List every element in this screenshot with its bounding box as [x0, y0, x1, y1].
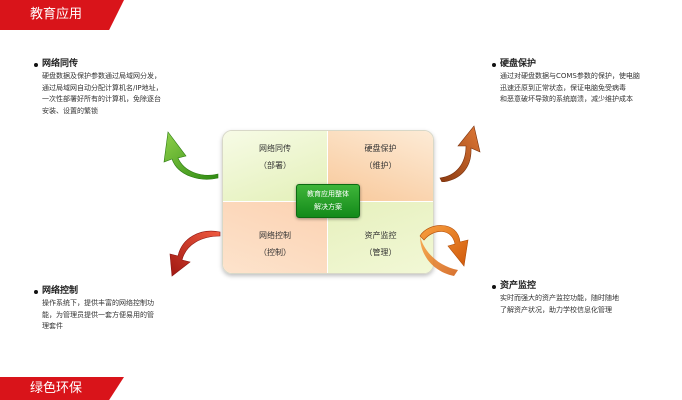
feature-title: 网络控制 — [42, 286, 79, 296]
curved-arrow-orange-icon — [419, 225, 469, 276]
feature-title: 资产监控 — [500, 281, 537, 291]
quadrant-label: 资产监控 — [364, 230, 397, 240]
feature-description: 操作系统下，提供丰富的网络控制功 能，为管理员提供一套方便易用的管 理套件 — [42, 299, 154, 330]
quadrant-sublabel: （控制） — [259, 247, 291, 257]
section-banner-green: 绿色环保 — [0, 377, 124, 400]
bullet-icon — [492, 62, 496, 67]
feature-title: 网络同传 — [42, 59, 79, 69]
quadrant-sublabel: （管理） — [364, 247, 397, 257]
curved-arrow-brown-icon — [439, 125, 481, 182]
quadrant-label: 网络控制 — [259, 230, 291, 240]
section-banner-education: 教育应用 — [0, 0, 124, 30]
center-line-2: 解决方案 — [314, 203, 342, 211]
feature-network-sync: 网络同传 硬盘数据及保护参数通过局域网分发， 通过局域网自动分配计算机名/IP地… — [34, 58, 194, 117]
feature-description: 硬盘数据及保护参数通过局域网分发， 通过局域网自动分配计算机名/IP地址， 一次… — [42, 72, 163, 115]
banner-title: 教育应用 — [30, 7, 83, 22]
bullet-icon — [34, 289, 38, 294]
curved-arrow-green-icon — [163, 131, 219, 180]
feature-description: 通过对硬盘数据与COMS参数的保护，使电脑 迅速还原到正常状态，保证电脑免受病毒… — [500, 72, 640, 103]
feature-asset-monitor: 资产监控 实时而强大的资产监控功能，随时随地 了解资产状况，助力学校信息化管理 — [492, 280, 662, 316]
curved-arrow-red-icon — [169, 230, 221, 277]
quadrant-label: 网络同传 — [259, 144, 291, 153]
feature-network-control: 网络控制 操作系统下，提供丰富的网络控制功 能，为管理员提供一套方便易用的管 理… — [34, 285, 194, 333]
bullet-icon — [492, 284, 496, 289]
quadrant-sublabel: （维护） — [364, 161, 397, 170]
solution-center-box: 教育应用整体 解决方案 — [296, 184, 360, 218]
quadrant-label: 硬盘保护 — [364, 144, 397, 153]
center-line-1: 教育应用整体 — [307, 190, 349, 198]
feature-title: 硬盘保护 — [500, 59, 537, 69]
banner-title: 绿色环保 — [30, 381, 83, 396]
feature-description: 实时而强大的资产监控功能，随时随地 了解资产状况，助力学校信息化管理 — [500, 294, 619, 314]
bullet-icon — [34, 62, 38, 67]
quadrant-sublabel: （部署） — [259, 161, 291, 170]
feature-disk-protect: 硬盘保护 通过对硬盘数据与COMS参数的保护，使电脑 迅速还原到正常状态，保证电… — [492, 58, 672, 106]
